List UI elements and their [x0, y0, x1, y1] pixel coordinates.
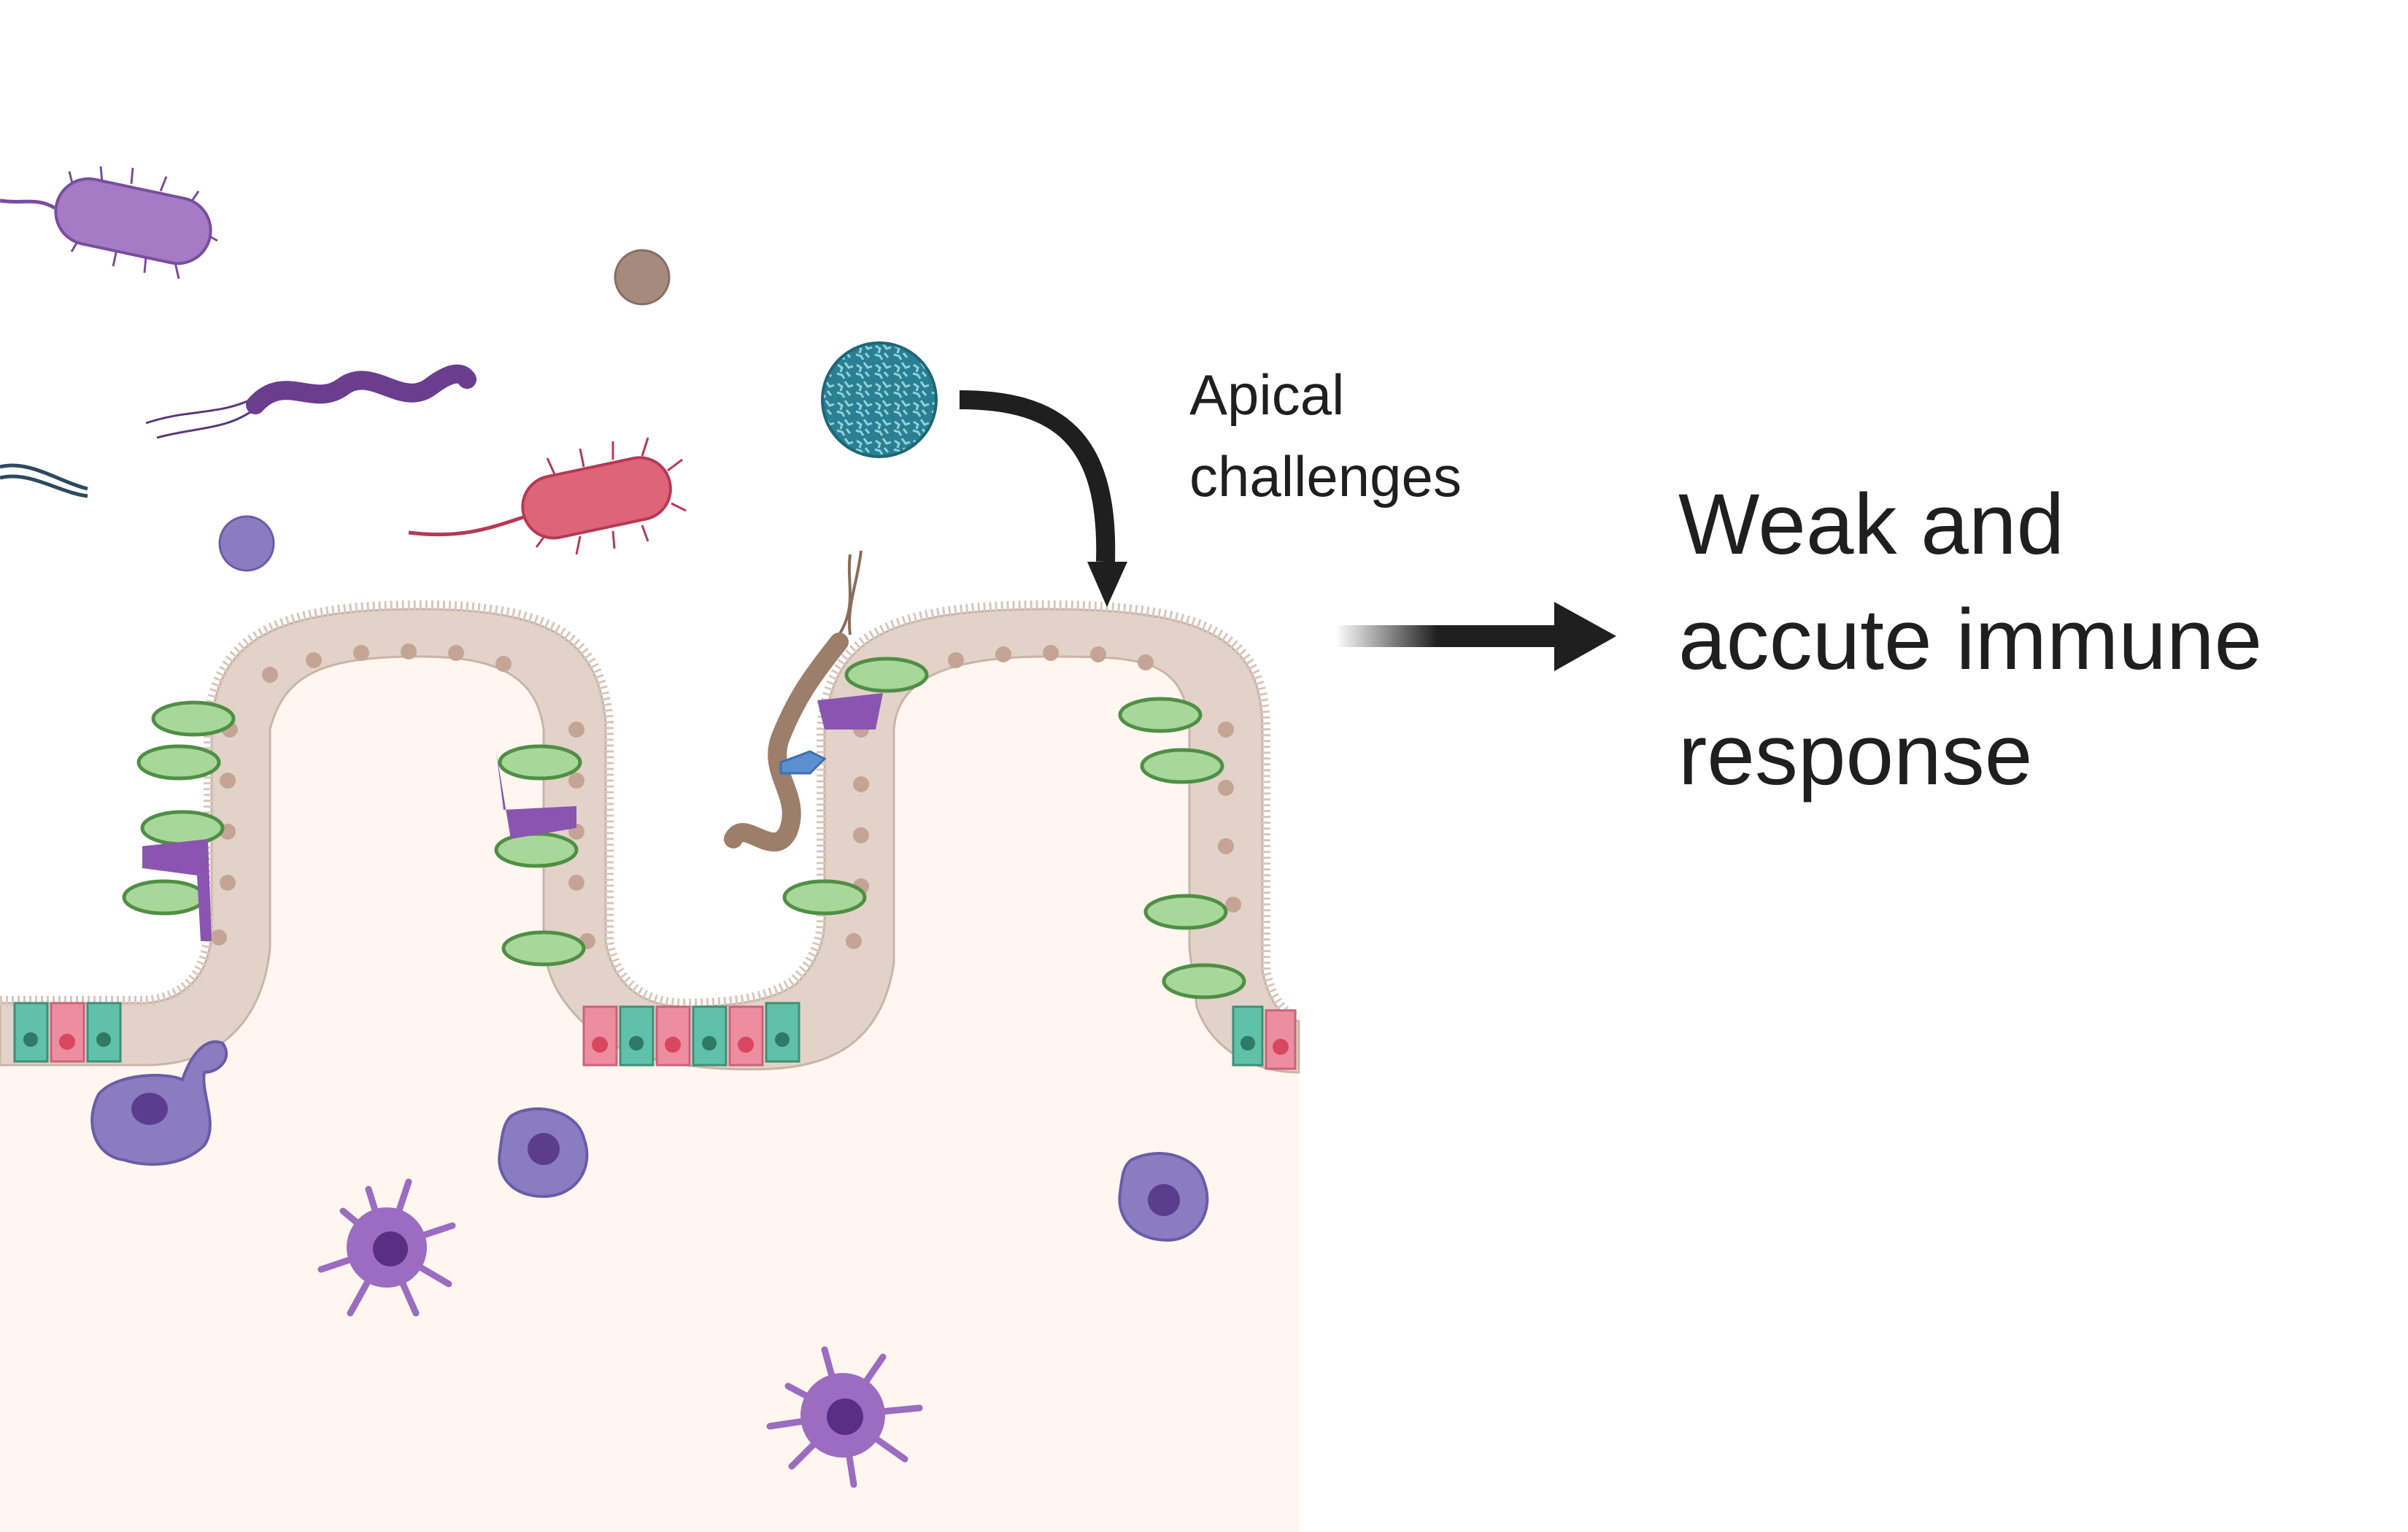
enterocyte-nuclei: [211, 643, 1241, 949]
helminth-worm-icon: [724, 550, 863, 852]
right-arrow-icon: [1335, 602, 1616, 671]
response-label-line-1: Weak and: [1678, 476, 2065, 573]
dendritic-cell-icon: [317, 1178, 456, 1317]
spirochete-icon: [0, 463, 88, 498]
goblet-cells: [122, 657, 1246, 999]
dendritic-cell-icon: [766, 1346, 923, 1488]
coccus-purple-icon: [218, 515, 275, 572]
epithelium-layer: [0, 600, 1301, 1074]
immune-response-label: Weak and accute immune response: [1678, 467, 2262, 813]
apical-challenges-label: Apical challenges: [1189, 354, 1462, 517]
monocyte-icon: [1118, 1152, 1209, 1242]
brush-border: [0, 600, 1301, 1024]
crypt-base-cells: [13, 1002, 1297, 1070]
response-label-line-2: accute immune: [1678, 592, 2263, 688]
macrophage-icon: [90, 1040, 228, 1166]
tuft-cells: [142, 693, 883, 941]
flagella-fragment-icon: [779, 750, 827, 775]
monocyte-icon: [498, 1107, 589, 1199]
virus-particle-icon: [821, 341, 938, 458]
curved-arrow-icon: [959, 390, 1127, 607]
coccus-brown-icon: [614, 249, 671, 306]
apical-label-line-1: Apical: [1189, 363, 1345, 427]
lamina-propria: [0, 613, 1299, 1532]
response-label-line-3: response: [1678, 707, 2033, 803]
apical-label-line-2: challenges: [1189, 444, 1462, 508]
rod-bacterium-purple-icon: [0, 166, 218, 279]
rod-bacterium-red-icon: [408, 437, 687, 555]
spirochete-icon: [145, 364, 476, 439]
